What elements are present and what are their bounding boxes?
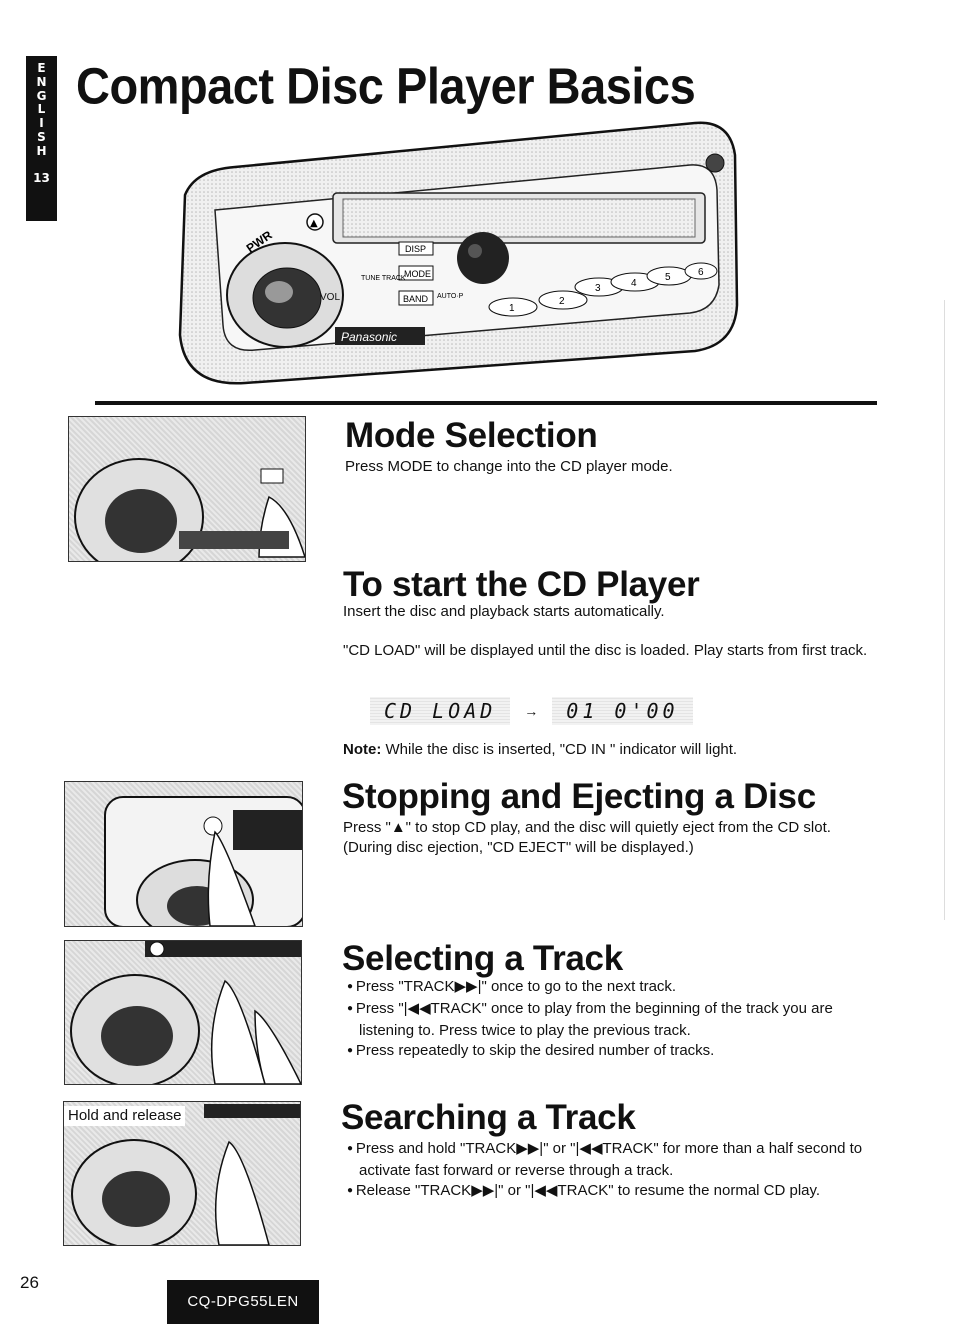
search-track-list: Press and hold "TRACK▶▶|" or "|◀◀TRACK" … [343,1139,883,1203]
page-number: 26 [20,1273,39,1292]
page-title: Compact Disc Player Basics [76,57,696,115]
lcd-display-example: CD LOAD → 01 0'00 [370,697,693,725]
select-track-list: Press "TRACK▶▶|" once to go to the next … [343,977,883,1063]
section-divider [95,401,877,405]
autop-label: AUTO·P [437,293,464,300]
mode-selection-heading: Mode Selection [345,416,598,455]
preset-1-label: 1 [509,303,515,314]
arrow-icon: → [524,703,539,719]
preset-3-label: 3 [595,283,601,294]
language-letter: N [36,74,47,89]
scan-edge-line [944,300,945,920]
start-cd-heading: To start the CD Player [343,565,700,604]
start-cd-text: Insert the disc and playback starts auto… [343,603,665,620]
lcd-cd-load: CD LOAD [370,697,511,725]
language-letter: S [37,129,46,144]
vol-label: VOL [320,292,340,303]
tune-track-label: TUNE TRACK [361,275,406,282]
preset-4-label: 4 [631,278,637,289]
search-track-heading: Searching a Track [341,1098,636,1137]
preset-2-label: 2 [559,296,565,307]
mode-selection-text: Press MODE to change into the CD player … [345,458,673,475]
list-item: Press "TRACK▶▶|" once to go to the next … [343,977,883,999]
language-tab: E N G L I S H 13 [26,56,57,221]
band-label: BAND [403,294,429,304]
note-text: While the disc is inserted, "CD IN " ind… [381,741,738,758]
note-label: Note: [343,741,382,758]
list-item: Press "|◀◀TRACK" once to play from the b… [343,999,883,1041]
stop-eject-text: Press "▲" to stop CD play, and the disc … [343,819,831,856]
svg-text:▲: ▲ [310,218,318,229]
stop-eject-heading: Stopping and Ejecting a Disc [342,777,816,816]
language-letter: I [39,116,44,131]
model-badge: CQ-DPG55LEN [167,1280,319,1324]
language-letter: G [36,88,47,103]
select-track-photo [64,940,302,1085]
car-stereo-illustration: PWR VOL ▲ DISP MODE BAND AUTO·P TUNE TRA… [178,121,739,385]
search-track-photo: Hold and release [63,1101,301,1246]
list-item: Press and hold "TRACK▶▶|" or "|◀◀TRACK" … [343,1139,883,1181]
note: Note: While the disc is inserted, "CD IN… [343,740,883,760]
language-letter: E [37,61,46,75]
lcd-track-time: 01 0'00 [552,697,693,725]
eject-button-photo [64,781,303,927]
disp-label: DISP [405,244,426,254]
cd-load-text: "CD LOAD" will be displayed until the di… [343,642,868,659]
list-item: Release "TRACK▶▶|" or "|◀◀TRACK" to resu… [343,1181,883,1203]
list-item: Press repeatedly to skip the desired num… [343,1041,883,1063]
brand-label: Panasonic [341,330,397,344]
preset-5-label: 5 [665,272,671,283]
language-letter: L [37,102,46,117]
language-letter: H [36,143,47,158]
select-track-heading: Selecting a Track [342,939,623,978]
section-page-number: 13 [33,170,50,185]
preset-6-label: 6 [698,267,704,278]
mode-label: MODE [404,269,431,279]
mode-button-photo [68,416,306,562]
photo-caption: Hold and release [64,1106,186,1126]
